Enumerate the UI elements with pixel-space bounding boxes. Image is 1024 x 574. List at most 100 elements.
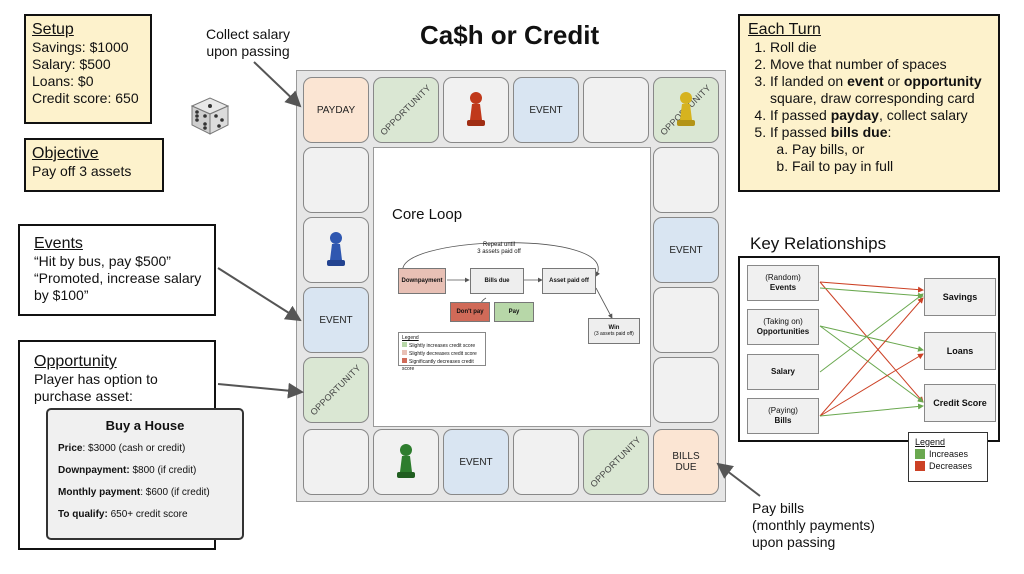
house-card-title: Buy a House (105, 418, 185, 433)
rel-node-small: (Random) (765, 273, 801, 282)
board-square (303, 147, 369, 213)
legend-title: Legend (915, 437, 946, 447)
flow-dont-pay: Don't pay (450, 302, 490, 322)
events-line: by $100” (34, 287, 89, 303)
objective-heading: Objective (32, 145, 99, 162)
house-card-qualify: To qualify: 650+ credit score (58, 508, 242, 522)
rel-node-events: (Random)Events (747, 265, 819, 301)
house-card-downpayment: Downpayment: $800 (if credit) (58, 464, 242, 478)
core-loop-title: Core Loop (392, 206, 463, 223)
square-label: EVENT (319, 314, 353, 326)
opportunity-heading: Opportunity (34, 353, 117, 370)
legend-row: Slightly decreases credit score (402, 350, 482, 358)
legend-label: Increases (929, 449, 969, 459)
each-turn-heading: Each Turn (748, 21, 821, 38)
board-square (653, 147, 719, 213)
rel-node-loans: Loans (924, 332, 996, 370)
square-label: EVENT (669, 244, 703, 256)
flow-win-sub: (3 assets paid off) (594, 331, 634, 337)
core-loop-area: Core Loop Repeat until 3 assets paid off… (373, 147, 651, 427)
board-square-opportunity: OPPORTUNITY (583, 429, 649, 495)
key-relationships-panel: (Random)Events (Taking on)Opportunities … (738, 256, 1000, 442)
square-label: OPPORTUNITY (378, 82, 434, 138)
game-board: PAYDAY OPPORTUNITY EVENT OPPORTUNITY EVE… (296, 70, 726, 502)
objective-text: Pay off 3 assets (32, 163, 132, 179)
rel-events-credit (819, 281, 924, 403)
setup-heading: Setup (32, 21, 74, 38)
annotation-line: (monthly payments) (752, 517, 875, 533)
each-turn-box: Each Turn Roll die Move that number of s… (738, 14, 1000, 192)
pawn-yellow-icon (677, 92, 695, 126)
setup-line: Credit score: 650 (32, 90, 139, 106)
setup-line: Loans: $0 (32, 73, 94, 89)
rel-node-opportunities: (Taking on)Opportunities (747, 309, 819, 345)
board-square-opportunity: OPPORTUNITY (653, 77, 719, 143)
value: 650+ credit score (107, 509, 188, 520)
rel-node-label: Opportunities (756, 327, 810, 336)
rel-bills-credit (819, 403, 924, 417)
board-square-payday: PAYDAY (303, 77, 369, 143)
legend-row: Slightly increases credit score (402, 342, 482, 350)
sub-step: Fail to pay in full (792, 158, 998, 175)
legend-label: Significantly decreases credit score (402, 359, 474, 372)
objective-box: Objective Pay off 3 assets (24, 138, 164, 192)
legend-label: Decreases (929, 461, 973, 471)
house-card-price: Price: $3000 (cash or credit) (58, 442, 242, 456)
opportunity-line: Player has option to (34, 371, 158, 387)
board-square-event: EVENT (303, 287, 369, 353)
each-turn-steps: Roll die Move that number of spaces If l… (748, 39, 998, 175)
board-square (653, 287, 719, 353)
legend-swatch (402, 358, 407, 363)
step-bold: opportunity (903, 73, 982, 89)
value: $800 (if credit) (129, 465, 197, 476)
board-square (443, 77, 509, 143)
board-square-event: EVENT (513, 77, 579, 143)
pawn-red-icon (467, 92, 485, 126)
house-card: Buy a House Price: $3000 (cash or credit… (46, 408, 244, 540)
rel-node-credit-score: Credit Score (924, 384, 996, 422)
flow-downpayment: Downpayment (398, 268, 446, 294)
collect-salary-annotation: Collect salary upon passing (200, 26, 296, 60)
arrow-collect-salary (253, 61, 302, 108)
step-bold: bills due (830, 124, 888, 140)
repeat-line: Repeat until (482, 242, 516, 248)
setup-line: Savings: $1000 (32, 39, 129, 55)
rel-node-bills: (Paying)Bills (747, 398, 819, 434)
flow-asset-paid-off: Asset paid off (542, 268, 596, 294)
label: Downpayment: (58, 465, 130, 476)
annotation-line: upon passing (752, 534, 836, 550)
label: Monthly payment (58, 487, 141, 498)
step-text: square, draw corresponding card (770, 90, 975, 106)
annotation-line: Collect salary (205, 26, 291, 42)
events-line: “Hit by bus, pay $500” (34, 253, 171, 269)
pawn-green-icon (397, 444, 415, 478)
board-square (513, 429, 579, 495)
setup-line: Salary: $500 (32, 56, 111, 72)
board-square-opportunity: OPPORTUNITY (373, 77, 439, 143)
rel-bills-savings (819, 297, 924, 417)
legend-swatch (402, 350, 407, 355)
board-square (303, 217, 369, 283)
value: : $600 (if credit) (140, 487, 210, 498)
step: If landed on event or opportunitysquare,… (770, 73, 998, 107)
square-label: EVENT (459, 456, 493, 468)
step-text: Roll die (770, 39, 817, 55)
rel-opps-loans (819, 325, 924, 352)
pawn-blue-icon (327, 232, 345, 266)
events-heading: Events (34, 235, 83, 252)
board-square (373, 429, 439, 495)
step: If passed payday, collect salary (770, 107, 998, 124)
legend-swatch (402, 342, 407, 347)
label: Price (58, 443, 83, 454)
value: : $3000 (cash or credit) (82, 443, 186, 454)
board-square-opportunity: OPPORTUNITY (303, 357, 369, 423)
board-square-bills-due: BILLS DUE (653, 429, 719, 495)
annotation-line: Pay bills (752, 500, 805, 516)
square-label: OPPORTUNITY (588, 434, 644, 490)
annotation-line: upon passing (206, 43, 290, 59)
square-label: PAYDAY (316, 104, 356, 116)
flow-win: Win (3 assets paid off) (588, 318, 640, 344)
rel-node-label: Bills (774, 416, 792, 425)
flow-bills-due: Bills due (470, 268, 524, 294)
rel-events-savings (819, 281, 924, 293)
